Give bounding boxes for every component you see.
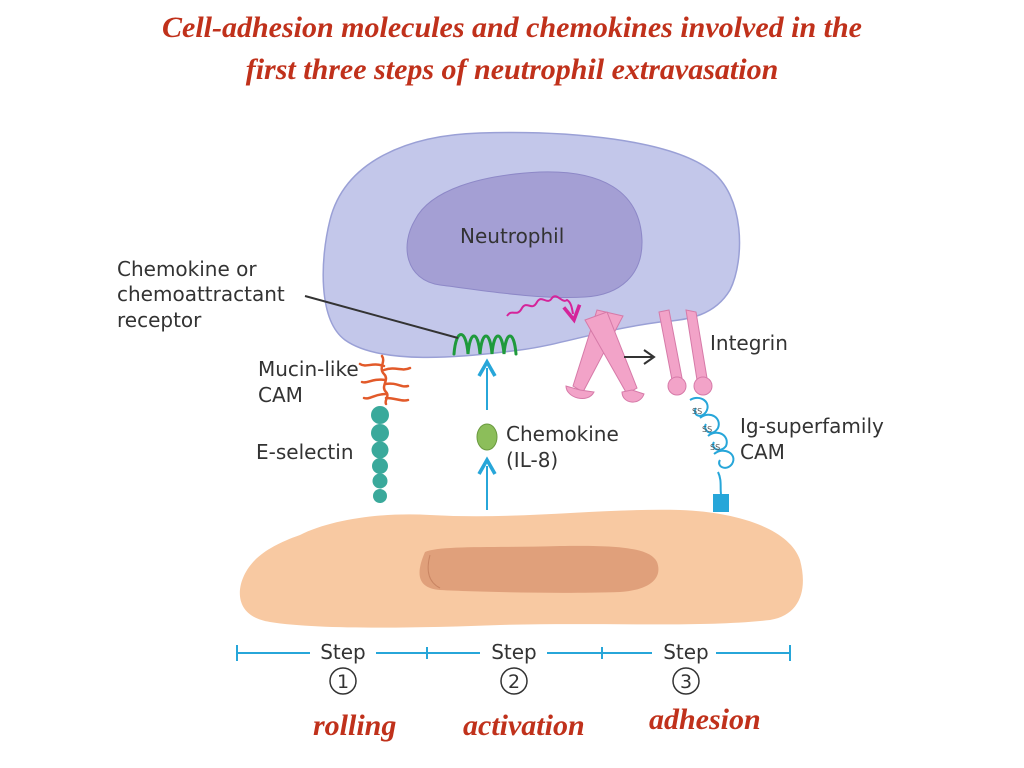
ig-cam-anchor (713, 494, 729, 512)
receptor-label-line-3: receptor (117, 308, 202, 332)
mucin-like-cam (358, 354, 412, 406)
ig-superfamily-label-line-1: Ig-superfamily (740, 414, 884, 438)
ig-superfamily-cam (689, 396, 735, 495)
e-selectin (371, 406, 389, 503)
activation-signal-arrow (506, 295, 582, 324)
step-1-word: Step (320, 640, 366, 664)
step-3-name: adhesion (649, 703, 761, 736)
nucleus-edge (427, 554, 441, 589)
neutrophil-label: Neutrophil (460, 224, 564, 248)
svg-text:SS: SS (692, 407, 702, 416)
step-3-word: Step (663, 640, 709, 664)
title-line-2: first three steps of neutrophil extravas… (245, 53, 779, 86)
chemokine-receptor (452, 333, 518, 356)
chemokine-label-line-1: Chemokine (506, 422, 619, 446)
step-3-circle (672, 667, 700, 695)
receptor-label-line-1: Chemokine or (117, 257, 257, 281)
title-line-1: Cell-adhesion molecules and chemokines i… (162, 11, 862, 44)
step-2-number: 2 (508, 671, 520, 693)
disulfide-bonds: SS SS SS (692, 407, 720, 452)
step-2-circle (500, 667, 528, 695)
neutrophil-nucleus (406, 171, 643, 299)
chemokine-label-line-2: (IL-8) (506, 448, 558, 472)
receptor-leader-line (304, 295, 459, 339)
step-2-name: activation (463, 709, 585, 742)
mucin-label-line-2: CAM (258, 383, 303, 407)
step-3-number: 3 (680, 671, 692, 693)
conformation-arrow (624, 349, 656, 365)
integrin-label: Integrin (710, 331, 788, 355)
e-selectin-label: E-selectin (256, 440, 354, 464)
svg-text:SS: SS (702, 425, 712, 434)
integrin-high-affinity (658, 309, 713, 396)
step-1-number: 1 (337, 671, 349, 693)
ig-superfamily-label-line-2: CAM (740, 440, 785, 464)
receptor-label-line-2: chemoattractant (117, 282, 285, 306)
step-2-word: Step (491, 640, 537, 664)
step-1-name: rolling (313, 709, 397, 742)
mucin-label-line-1: Mucin-like (258, 357, 359, 381)
chemokine-il8 (476, 423, 498, 451)
svg-text:SS: SS (710, 443, 720, 452)
integrin-low-affinity (565, 309, 645, 403)
endothelial-nucleus (419, 545, 659, 593)
step-1-circle (329, 667, 357, 695)
step-timeline (236, 645, 791, 661)
